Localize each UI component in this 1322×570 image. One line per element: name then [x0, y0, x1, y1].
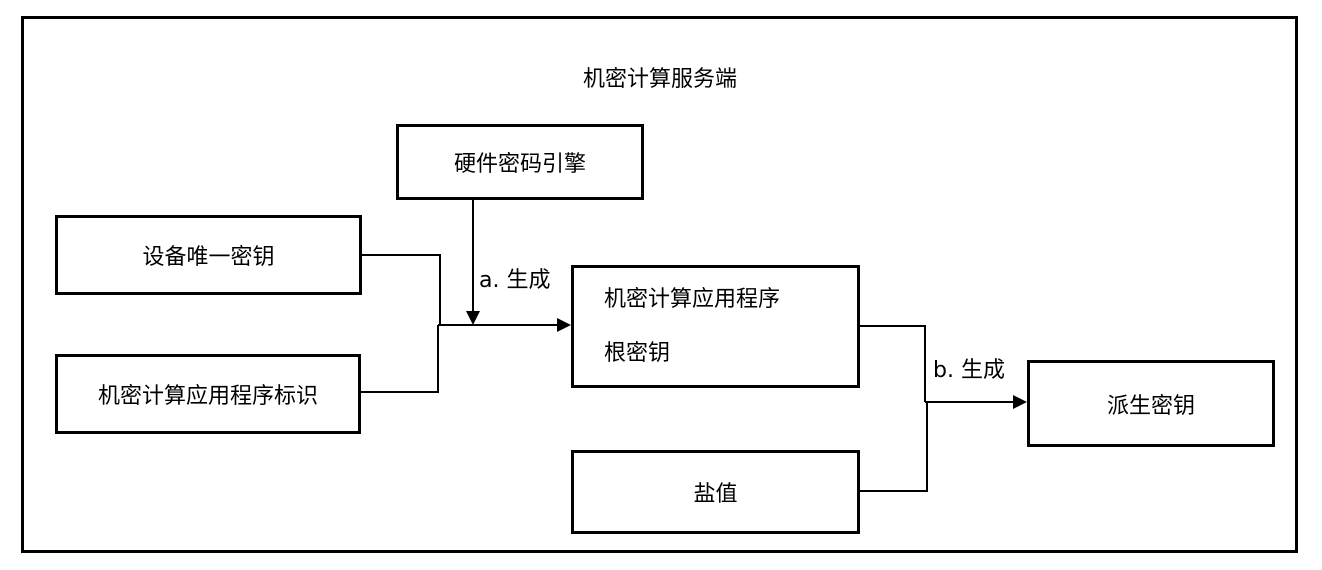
edge-app-identifier [360, 325, 439, 393]
derived-key-box: 派生密钥 [1027, 360, 1275, 447]
edge-salt [859, 402, 928, 492]
confidential-computing-server-frame [21, 16, 1298, 553]
app-root-key-label-line1: 机密计算应用程序 [604, 286, 781, 312]
edge-root-key [859, 325, 926, 402]
hardware-crypto-engine-label: 硬件密码引擎 [453, 152, 586, 177]
device-unique-key-box: 设备唯一密钥 [55, 215, 362, 295]
edge-label-generate-b: b. 生成 [933, 358, 1005, 383]
diagram-title: 机密计算服务端 [582, 67, 737, 92]
derived-key-label: 派生密钥 [1106, 393, 1195, 419]
device-unique-key-label: 设备唯一密钥 [142, 245, 275, 270]
edge-label-generate-a: a. 生成 [479, 268, 551, 293]
edge-device-key [360, 254, 441, 325]
app-root-key-label-line2: 根密钥 [604, 340, 671, 366]
app-identifier-box: 机密计算应用程序标识 [55, 354, 361, 434]
salt-label: 盐值 [693, 482, 738, 507]
salt-box: 盐值 [571, 450, 860, 534]
app-identifier-label: 机密计算应用程序标识 [97, 384, 318, 409]
hardware-crypto-engine-box: 硬件密码引擎 [396, 124, 644, 200]
app-root-key-box: 机密计算应用程序 根密钥 [571, 265, 860, 388]
